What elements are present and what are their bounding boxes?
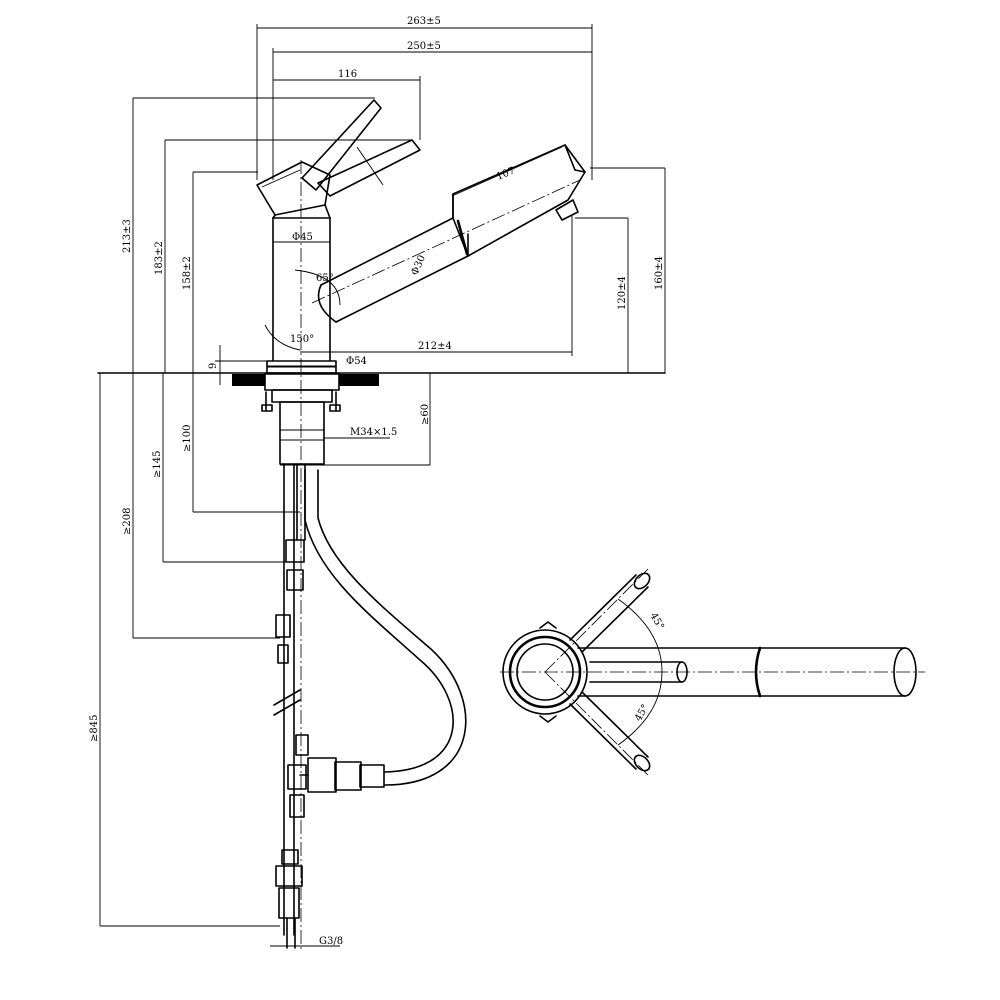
faucet-head xyxy=(256,161,331,219)
dimension-lines xyxy=(99,24,666,947)
faucet-top-view: 45° 45° xyxy=(500,568,925,776)
dim-150: 150° xyxy=(290,334,314,345)
dim-65: 65° xyxy=(316,273,334,284)
lever-handle xyxy=(301,99,421,197)
supply-pipes xyxy=(273,463,309,949)
dim-183: 183±2 xyxy=(154,241,165,275)
base-flange xyxy=(266,360,337,374)
angle-arc-top xyxy=(617,598,663,746)
dim-9: 9 xyxy=(208,363,219,369)
dim-m34: M34×1.5 xyxy=(350,427,397,438)
dim-263: 263±5 xyxy=(407,16,441,27)
dim-208: ≥208 xyxy=(122,508,133,535)
threaded-shank xyxy=(279,401,325,465)
dim-100: ≥100 xyxy=(182,425,193,452)
spout-outlet xyxy=(893,647,917,697)
dim-g38: G3/8 xyxy=(319,936,343,947)
dim-160: 160±4 xyxy=(654,256,665,290)
dim-845: ≥845 xyxy=(89,715,100,742)
angle-arc-65 xyxy=(294,269,341,306)
dim-60: ≥60 xyxy=(420,404,431,425)
dim-213: 213±3 xyxy=(122,219,133,253)
bottom-angle-45: 45° xyxy=(633,703,651,724)
dim-212: 212±4 xyxy=(418,341,452,352)
dim-d45: Φ45 xyxy=(292,232,313,243)
top-angle-45: 45° xyxy=(647,611,665,632)
mounting-clamp xyxy=(232,373,379,412)
dim-107: 107 xyxy=(495,165,517,182)
dim-116: 116 xyxy=(338,69,357,80)
dim-d54: Φ54 xyxy=(346,356,367,367)
dim-145: ≥145 xyxy=(152,451,163,478)
dim-158: 158±2 xyxy=(182,256,193,290)
angle-arc-150 xyxy=(264,324,301,351)
pull-out-spout xyxy=(311,144,586,323)
pull-out-hose xyxy=(299,469,467,793)
faucet-side-view: 263±5 250±5 116 107 Φ45 Φ30 65° 150° 212… xyxy=(89,16,666,950)
dim-250: 250±5 xyxy=(407,41,441,52)
dim-120: 120±4 xyxy=(617,276,628,310)
